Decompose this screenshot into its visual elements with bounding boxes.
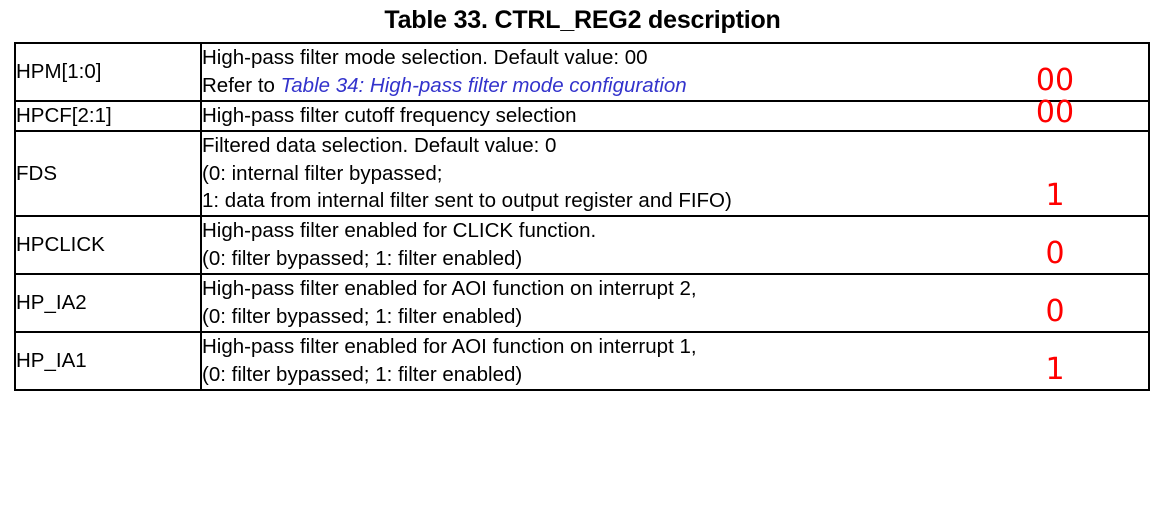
field-name: HPM[1:0]: [16, 59, 102, 83]
field-name: FDS: [16, 161, 57, 185]
description-line: (0: filter bypassed; 1: filter enabled): [202, 362, 523, 386]
field-description-cell: High-pass filter enabled for CLICK funct…: [200, 215, 1150, 275]
table-row: HPCF[2:1] High-pass filter cutoff freque…: [14, 97, 1150, 132]
field-name: HP_IA2: [16, 290, 87, 314]
field-name-cell: HPM[1:0]: [14, 42, 202, 102]
field-name: HPCF[2:1]: [16, 103, 112, 127]
table-row: FDS Filtered data selection. Default val…: [14, 129, 1150, 218]
field-description-cell: High-pass filter enabled for AOI functio…: [200, 273, 1150, 333]
field-name-cell: HP_IA2: [14, 273, 202, 333]
description-line: High-pass filter enabled for AOI functio…: [202, 334, 697, 358]
table-container: HPM[1:0] High-pass filter mode selection…: [14, 42, 1151, 391]
table-row: HPCLICK High-pass filter enabled for CLI…: [14, 215, 1150, 275]
table-body: HPM[1:0] High-pass filter mode selection…: [14, 42, 1150, 391]
field-description-cell: High-pass filter mode selection. Default…: [200, 42, 1150, 102]
field-name-cell: FDS: [14, 129, 202, 218]
field-name: HP_IA1: [16, 348, 87, 372]
table-row: HP_IA1 High-pass filter enabled for AOI …: [14, 330, 1150, 391]
field-description-cell: High-pass filter cutoff frequency select…: [200, 97, 1150, 132]
field-name-cell: HPCF[2:1]: [14, 99, 202, 132]
description-line: Filtered data selection. Default value: …: [202, 133, 557, 157]
field-description-cell: High-pass filter enabled for AOI functio…: [200, 330, 1150, 391]
description-line: High-pass filter mode selection. Default…: [202, 46, 648, 69]
description-line: (0: filter bypassed; 1: filter enabled): [202, 247, 523, 271]
field-name-cell: HPCLICK: [14, 215, 202, 275]
description-line: High-pass filter enabled for AOI functio…: [202, 277, 697, 300]
table-row: HP_IA2 High-pass filter enabled for AOI …: [14, 273, 1150, 333]
reference-prefix: Refer to: [202, 73, 281, 97]
description-line: (0: filter bypassed; 1: filter enabled): [202, 304, 523, 328]
description-line: (0: internal filter bypassed;: [202, 161, 443, 185]
field-description-cell: Filtered data selection. Default value: …: [200, 129, 1150, 218]
table-row: HPM[1:0] High-pass filter mode selection…: [14, 42, 1150, 102]
description-reference-line: Refer to Table 34: High-pass filter mode…: [202, 72, 1148, 100]
description-line: High-pass filter enabled for CLICK funct…: [202, 219, 597, 243]
description-line: 1: data from internal filter sent to out…: [202, 189, 732, 213]
ctrl-reg2-description-table: HPM[1:0] High-pass filter mode selection…: [14, 42, 1150, 391]
field-name-cell: HP_IA1: [14, 330, 202, 391]
field-name: HPCLICK: [16, 233, 105, 257]
table-title: Table 33. CTRL_REG2 description: [384, 6, 781, 34]
cross-reference-link[interactable]: Table 34: High-pass filter mode configur…: [280, 73, 687, 97]
description-line: High-pass filter cutoff frequency select…: [202, 103, 577, 127]
